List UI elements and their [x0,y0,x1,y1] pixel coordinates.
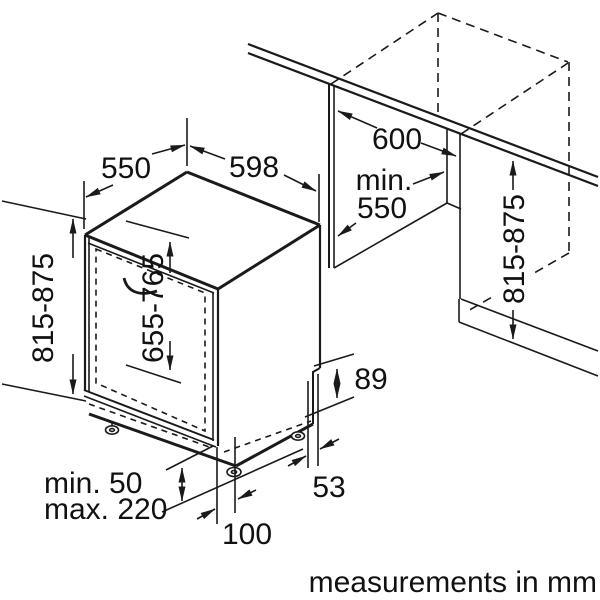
dim-rear-gap-label: 53 [312,471,345,504]
units-note: measurements in mm [309,566,597,599]
dim-plinth-min-label: min. 50 [44,467,142,500]
dim-niche-width-label: 600 [372,123,422,156]
label-backing [494,190,530,310]
countertop [247,42,599,188]
dim-top-depth-label: 550 [101,152,151,185]
niche-dashed-box [330,12,570,313]
dim-rear-step-label: 89 [354,363,387,396]
door-panel [83,238,312,453]
door-handle [122,277,158,295]
niche-outline [328,84,599,377]
dim-niche-depth-label-line2: 550 [357,192,407,225]
dim-top-width-label: 598 [229,151,279,184]
dim-niche-height-label: 815-875 [498,194,531,304]
dim-foot-inset-label: 100 [222,518,272,551]
dishwasher [83,170,322,478]
dim-plinth-max-label: max. 220 [44,493,167,526]
dim-niche-depth-label-line1: min. [356,164,413,197]
dim-machine-height-label: 815-875 [27,253,60,363]
dimension-annotations: 550 598 600 min. 550 815-875 655-765 815… [1,110,531,551]
adjustable-feet [104,422,306,478]
dim-door-panel-height-label: 655-765 [137,253,170,363]
